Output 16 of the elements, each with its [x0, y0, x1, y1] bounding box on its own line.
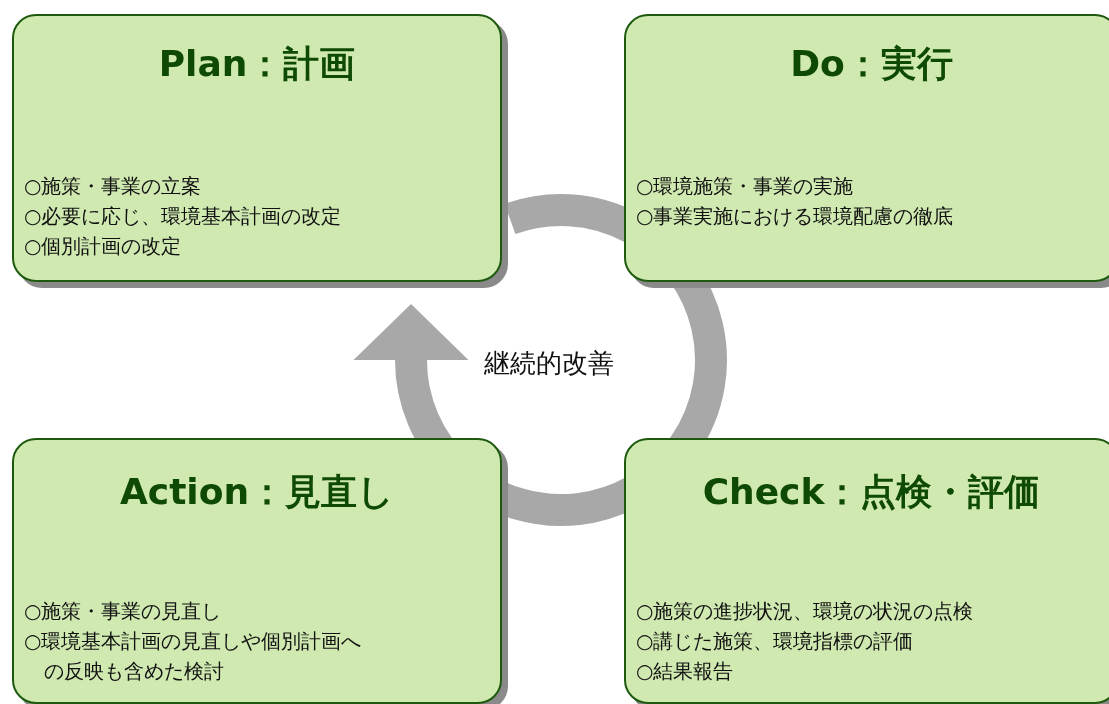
bullet-text: ○結果報告 — [636, 658, 735, 685]
step-heading: Action：見直し — [118, 470, 396, 514]
step-box — [624, 438, 1109, 704]
bullet-text: ○施策の進捗状況、環境の状況の点検 — [636, 598, 975, 625]
bullet-text: ○必要に応じ、環境基本計画の改定 — [24, 203, 343, 230]
bullet-text: ○個別計画の改定 — [24, 233, 183, 260]
bullet-text: ○講じた施策、環境指標の評価 — [636, 628, 915, 655]
bullet-text: ○環境施策・事業の実施 — [636, 173, 855, 200]
step-heading: Check：点検・評価 — [701, 470, 1042, 514]
bullet-text: ○事業実施における環境配慮の徹底 — [636, 203, 955, 230]
step-heading: Plan：計画 — [157, 42, 357, 86]
center-label: 継続的改善 — [484, 347, 614, 380]
bullet-text: ○施策・事業の立案 — [24, 173, 203, 200]
bullet-text: ○施策・事業の見直し — [24, 598, 223, 625]
bullet-text: ○環境基本計画の見直しや個別計画への反映も含めた検討 — [24, 628, 363, 685]
step-heading: Do：実行 — [789, 42, 954, 86]
